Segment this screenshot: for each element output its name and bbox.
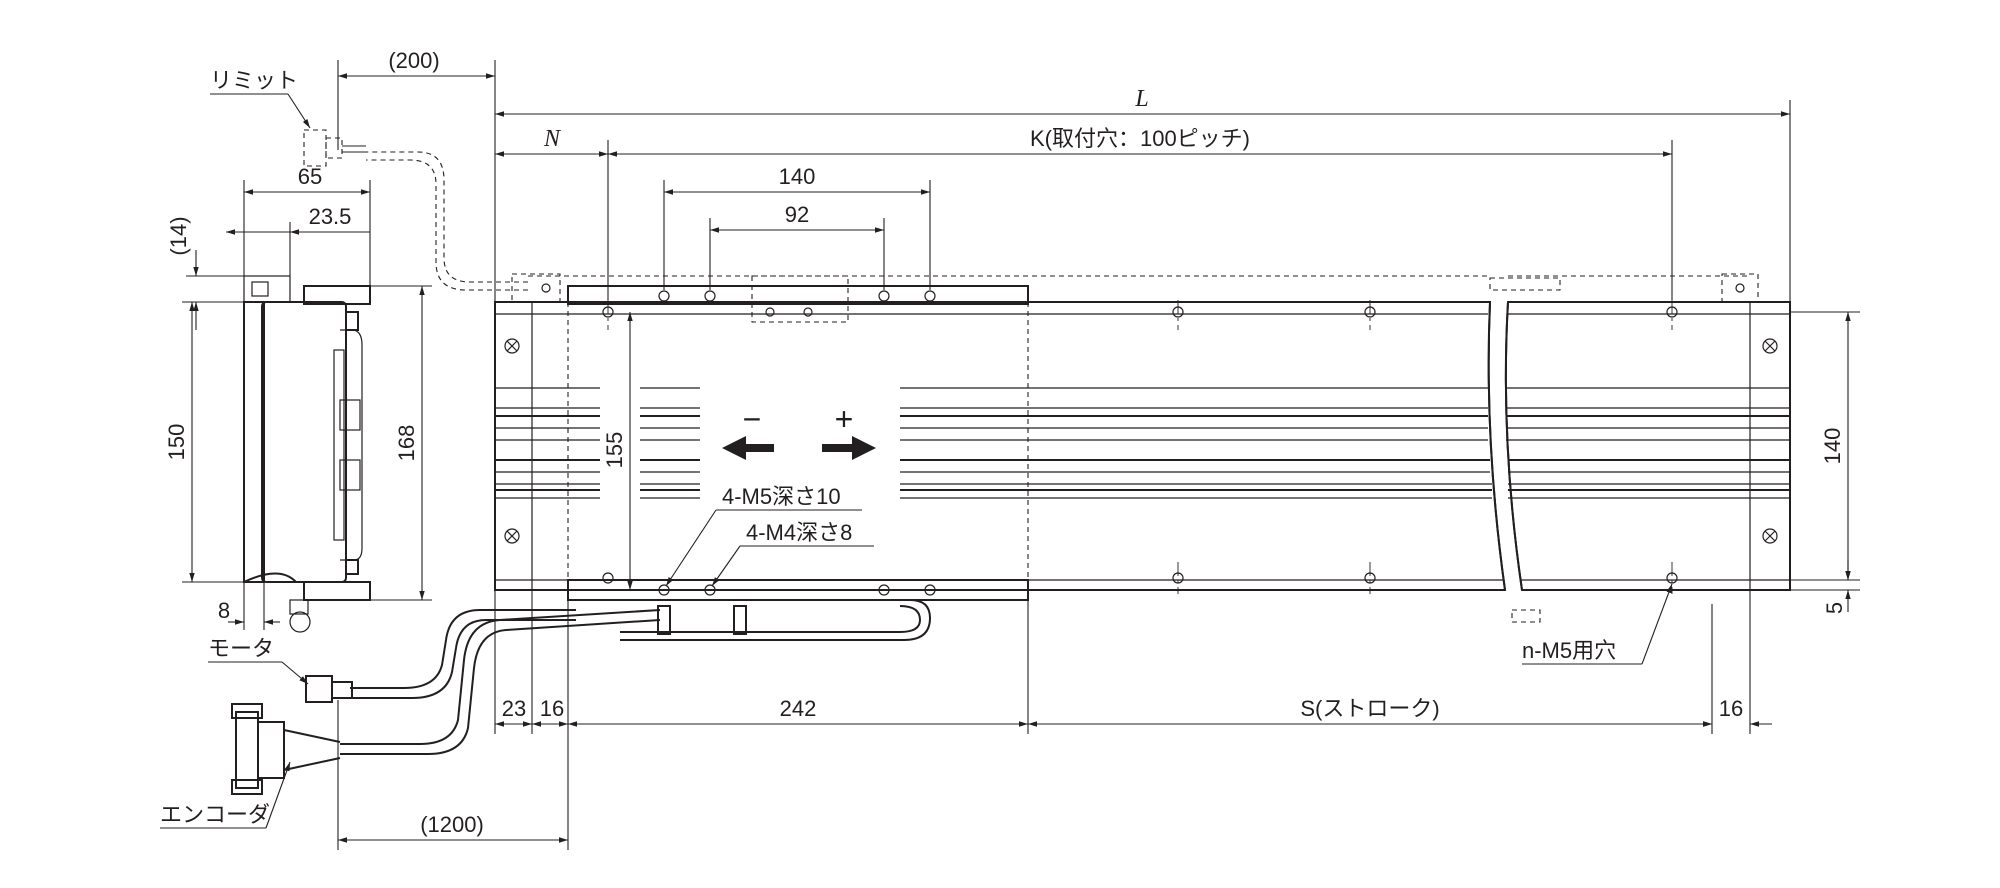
dim-14: (14) — [166, 216, 191, 255]
mounting-holes — [602, 300, 1678, 594]
dim-S: S(ストローク) — [1300, 696, 1439, 721]
slider-table — [567, 275, 1029, 601]
dim-200: (200) — [388, 48, 439, 73]
label-encoder: エンコーダ — [160, 802, 270, 827]
dim-16-right: 16 — [1719, 696, 1743, 721]
arrow-left-icon — [722, 436, 774, 460]
side-view-dims: 65 23.5 (14) 150 168 8 — [164, 164, 432, 630]
main-dims: (200) L N K(取付穴：100ピッチ) 140 92 155 140 — [337, 48, 1860, 850]
direction-indicator: − + — [722, 401, 876, 460]
corner-screws — [504, 338, 1778, 544]
dim-23-5: 23.5 — [309, 204, 352, 229]
dim-23: 23 — [502, 696, 526, 721]
dim-16-left: 16 — [540, 696, 564, 721]
dim-140-right: 140 — [1820, 428, 1845, 465]
main-body: − + — [494, 273, 1791, 635]
dim-168: 168 — [394, 425, 419, 462]
callout-n-m5: n-M5用穴 — [1522, 638, 1616, 663]
label-limit: リミット — [210, 68, 298, 93]
dim-92: 92 — [785, 202, 809, 227]
plus-sign: + — [835, 401, 854, 437]
side-view — [243, 275, 371, 633]
dim-1200: (1200) — [420, 812, 484, 837]
dim-65: 65 — [298, 164, 322, 189]
dim-8: 8 — [218, 598, 230, 623]
dim-5: 5 — [1822, 602, 1847, 614]
dim-155: 155 — [602, 432, 627, 469]
dim-150: 150 — [164, 424, 189, 461]
label-motor: モータ — [208, 636, 274, 661]
dim-K: K(取付穴：100ピッチ) — [1030, 126, 1250, 151]
callout-m5: 4-M5深さ10 — [722, 484, 841, 509]
dim-N: N — [543, 126, 562, 152]
dim-242: 242 — [780, 696, 817, 721]
cable-labels: リミット モータ エンコーダ — [160, 68, 311, 829]
slider-taps — [657, 290, 936, 635]
dim-140-top: 140 — [779, 164, 816, 189]
grooves — [495, 387, 1790, 499]
arrow-right-icon — [822, 436, 876, 460]
limit-rail — [511, 273, 1759, 623]
minus-sign: − — [743, 401, 762, 437]
callouts: 4-M5深さ10 4-M4深さ8 n-M5用穴 — [665, 484, 1673, 665]
callout-m4: 4-M4深さ8 — [746, 520, 852, 545]
dim-L: L — [1134, 86, 1148, 112]
